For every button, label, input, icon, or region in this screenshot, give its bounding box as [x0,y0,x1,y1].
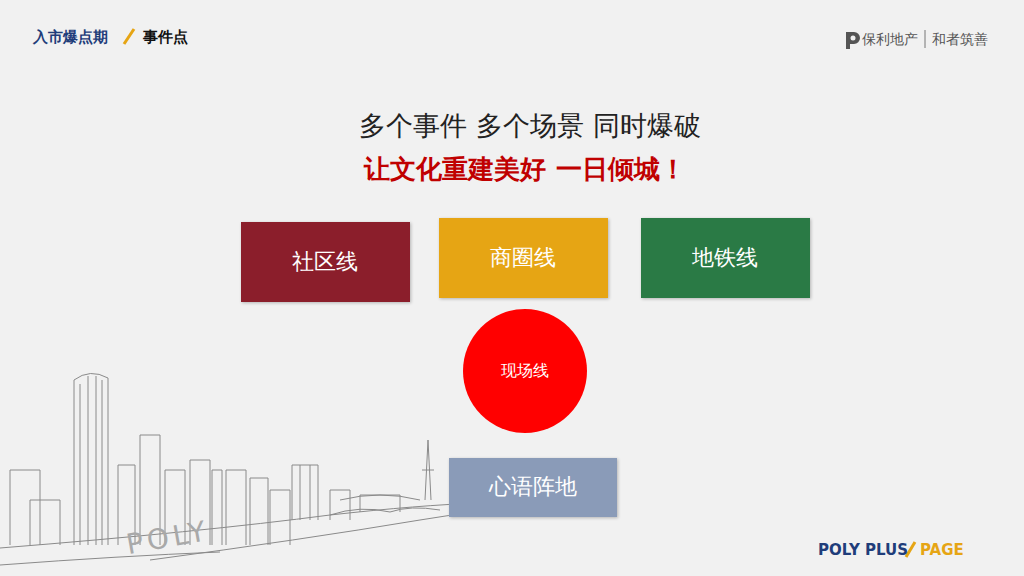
event-line-box: 地铁线 [641,218,810,298]
watermark: POLY [124,514,212,562]
section-sub-label: 事件点 [143,28,188,46]
event-line-box: 社区线 [241,222,410,302]
footer-brand: POLY PLUS [818,541,908,559]
logo-text: 保利地产 [862,31,918,48]
footer-page: PAGE [920,541,964,559]
slide-title: 多个事件 多个场景 同时爆破 [359,110,700,142]
venue-box: 心语阵地 [449,458,617,517]
node-label: 现场线 [501,361,549,380]
circle-fill [463,309,587,433]
event-circle: 现场线 [463,309,587,433]
logo-divider [925,30,926,48]
slogan: 让文化重建美好 一日倾城！ [364,154,685,185]
node-label: 社区线 [292,249,358,275]
logo-slogan: 和者筑善 [932,31,988,48]
node-label: 心语阵地 [489,474,577,500]
node-label: 地铁线 [692,245,758,271]
node-label: 商圈线 [490,245,556,271]
skyline [0,373,520,565]
event-line-box: 商圈线 [439,218,608,298]
logo-icon [846,32,860,49]
section-label: 入市爆点期 [33,28,108,46]
header-slash [124,29,134,44]
